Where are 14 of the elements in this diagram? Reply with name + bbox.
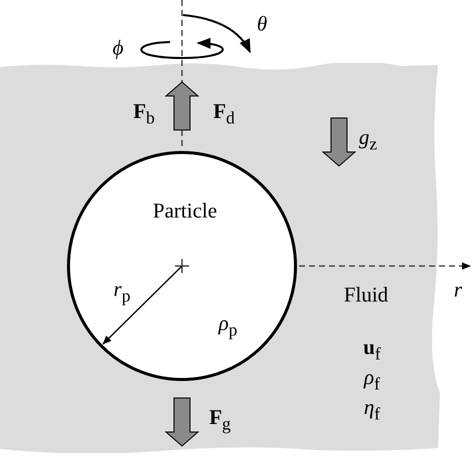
particle-label: Particle [152,200,218,222]
velocity-symbol: u$_{f}$ [363,337,381,363]
density-symbol: ρ$_{f}$ [364,367,380,393]
axis-symbol: r [454,280,462,300]
angle-symbol: θ [256,14,268,34]
gravity-symbol: g$_{z}$ [358,127,378,153]
force-symbol: F$_{b}$ [133,101,155,127]
force-symbol: F$_{g}$ [209,407,231,433]
density-symbol: ρ$_{p}$ [218,313,238,339]
viscosity-symbol: η$_{f}$ [364,397,380,423]
force-symbol: F$_{d}$ [213,101,235,127]
region-label: Fluid [344,284,388,306]
angle-symbol: ϕ [112,38,124,58]
radius-symbol: r$_{p}$ [114,279,130,305]
